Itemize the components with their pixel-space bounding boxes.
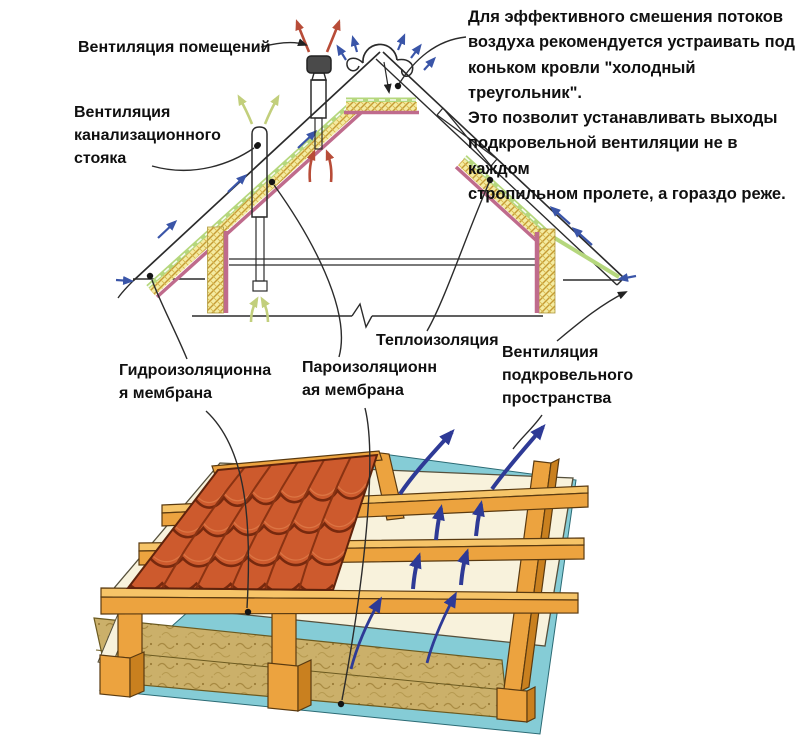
leader-underroof-down [512, 414, 543, 450]
leader-vent-sewer [151, 147, 255, 172]
insulation-band-cold-triangle [344, 97, 419, 115]
ridge-inner-arrow [383, 61, 392, 94]
label-thermal-insulation: Теплоизоляция [376, 332, 499, 349]
slope-airflow-arrows [115, 129, 637, 285]
leader-vent-rooms [260, 38, 308, 48]
underroof-airflow-arrows [349, 423, 546, 670]
leader-lines-bottom [205, 407, 543, 708]
leader-hydro-down [205, 410, 250, 609]
label-note: Для эффективного смешения потоков воздух… [468, 8, 795, 204]
label-vent-rooms: Вентиляция помещений [78, 39, 271, 56]
knee-wall-right [534, 228, 556, 314]
ridge-airflow-arrows [336, 33, 437, 71]
roof-layers-3d [93, 407, 589, 735]
ridge-cap [346, 43, 414, 94]
label-vapor-membrane: Пароизоляционн ая мембрана [302, 359, 437, 399]
room-vent-pipe [295, 19, 341, 183]
left-eave-intake-arrow [115, 275, 134, 285]
insulation-band-right-slope [454, 155, 621, 279]
roof-cross-section [115, 19, 637, 360]
leader-thermal [426, 182, 490, 332]
break-symbol [351, 302, 373, 329]
leader-hydro-up [151, 279, 188, 360]
leader-lines-top [146, 36, 628, 360]
label-vent-sewer: Вентиляция канализационного стояка [74, 104, 221, 167]
right-eave-intake-arrow [617, 273, 637, 282]
roof-tiles [125, 453, 379, 592]
rafter-x-brace [436, 107, 498, 167]
leader-note [398, 36, 467, 85]
eave-hook [117, 280, 134, 299]
knee-wall-left [207, 226, 229, 314]
leader-underroof-up [556, 291, 628, 342]
vent-cap [306, 55, 332, 74]
ceiling-joists [229, 258, 535, 266]
sewer-vent-pipe [237, 94, 280, 323]
insulation-band-left-slope [146, 100, 364, 299]
leader-vapor-down [341, 407, 371, 701]
label-underroof-ventilation: Вентиляция подкровельного пространства [502, 344, 634, 407]
leader-vapor-up [273, 184, 343, 358]
label-hydro-membrane: Гидроизоляционна я мембрана [119, 362, 272, 402]
